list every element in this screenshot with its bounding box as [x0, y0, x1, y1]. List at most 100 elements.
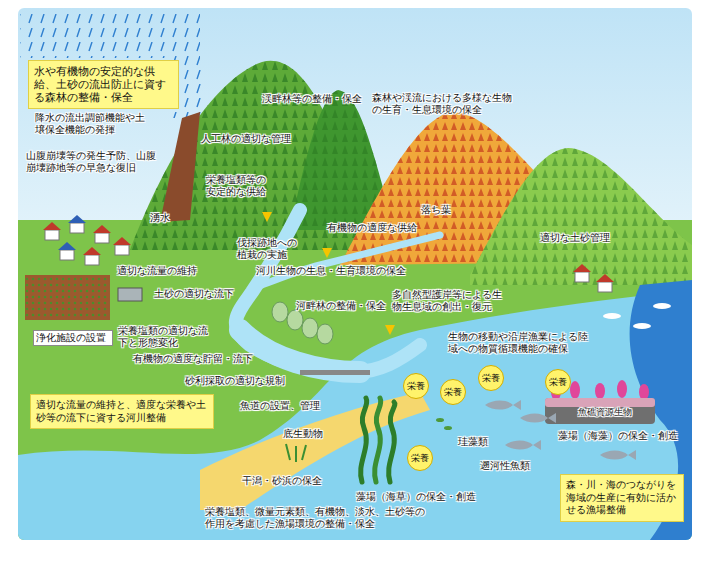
- landslide: [160, 112, 200, 222]
- seaweed: [361, 398, 367, 482]
- house: [95, 233, 109, 243]
- annotation-label: 降水の流出調節機能や土壌保全機能の発揮: [35, 112, 149, 136]
- roof: [58, 242, 76, 250]
- roof: [83, 247, 101, 255]
- riparian-tree: [287, 310, 303, 330]
- note-box: 森・川・海のつながりを海域の生産に有効に活かせる漁場整備: [560, 474, 684, 522]
- annotation-label: 遡河性魚類: [480, 460, 534, 472]
- purification-plant: [118, 288, 142, 301]
- annotation-label: 山腹崩壊等の発生予防、山腹崩壊跡地等の早急な復旧: [26, 150, 160, 174]
- coral: [617, 380, 627, 398]
- green-mountain: [470, 148, 692, 285]
- annotation-label: 栄養塩類、微量元素類、有機物、淡水、土砂等の作用を考慮した漁場環境の整備・保全: [205, 506, 429, 530]
- diatom: [444, 426, 452, 430]
- roof: [43, 222, 61, 230]
- reef: [545, 398, 655, 424]
- house: [85, 255, 99, 265]
- nutrient-text: 栄養: [549, 378, 567, 387]
- annotation-label: 人工林の適切な管理: [201, 133, 295, 145]
- boat: [633, 323, 651, 329]
- farm-field: [25, 275, 110, 320]
- seaweed: [389, 402, 395, 482]
- note-text: 森・川・海のつながりを海域の生産に有効に活かせる漁場整備: [566, 479, 678, 517]
- fish: [485, 400, 521, 410]
- annotation-label: 魚道の設置、管理: [240, 400, 324, 412]
- nutrient-text: 栄養: [407, 382, 425, 391]
- annotation-label: 河川生物の生息・生育環境の保全: [256, 265, 410, 277]
- annotation-label: 多自然型護岸等による生物生息域の創出・復元: [392, 289, 506, 313]
- village: [43, 215, 131, 265]
- annotation-label: 土砂の適切な流下: [154, 288, 238, 300]
- rain: [20, 10, 200, 58]
- annotation-label: 砂利採取の適切な規制: [185, 375, 289, 387]
- boat: [653, 303, 671, 309]
- coastal-village: [573, 264, 671, 329]
- nutrient-circle: 栄養: [440, 379, 466, 405]
- seagrass: [286, 444, 306, 462]
- nutrient-text: 栄養: [482, 374, 500, 383]
- flow-arrow: [322, 248, 332, 258]
- annotation-label: 栄養塩類の適切な流下と形態変化: [118, 325, 212, 349]
- sea: [18, 290, 692, 540]
- annotation-label: 底生動物: [283, 428, 327, 440]
- roof: [573, 264, 591, 272]
- annotation-label: 落ち葉: [421, 204, 455, 216]
- roof: [68, 215, 86, 223]
- river-mouth: [240, 330, 360, 372]
- house: [60, 250, 74, 260]
- riparian-tree: [272, 302, 288, 322]
- annotation-label: 森林や渓流における多様な生物の生育・生息環境の保全: [372, 92, 516, 116]
- nutrient-text: 栄養: [444, 388, 462, 397]
- annotation-label: 藻場（海草）の保全・創造: [356, 491, 480, 503]
- roof: [93, 225, 111, 233]
- coral: [595, 383, 605, 399]
- annotation-label: 有機物の適度な貯留・流下: [133, 353, 257, 365]
- coral: [639, 384, 649, 400]
- flow-arrow: [385, 325, 395, 335]
- roof: [113, 237, 131, 245]
- note-box: 適切な流量の維持と、適度な栄養や土砂等の流下に資する河川整備: [30, 394, 214, 429]
- fish: [600, 450, 636, 460]
- nutrient-circle: 栄養: [478, 365, 504, 391]
- annotation-label: 有機物の適度な供給: [327, 222, 421, 234]
- flow-arrow: [262, 212, 272, 222]
- annotation-label: 干潟・砂浜の保全: [242, 475, 326, 487]
- annotation-label: 生物の移動や沿岸漁業による陸域への物質循環機能の確保: [448, 331, 592, 355]
- roof: [596, 274, 614, 282]
- nutrient-text: 栄養: [411, 454, 429, 463]
- note-text: 水や有機物の安定的な供給、土砂の流出防止に資する森林の整備・保全: [34, 65, 173, 104]
- fish: [505, 440, 541, 450]
- note-box: 水や有機物の安定的な供給、土砂の流出防止に資する森林の整備・保全: [28, 60, 179, 109]
- annotation-label: 河畔林の整備・保全: [296, 300, 390, 312]
- annotation-label: 浄化施設の設置: [33, 330, 113, 346]
- coral: [570, 381, 580, 399]
- annotation-label: 珪藻類: [458, 436, 492, 448]
- annotation-label: 伐採跡地への植栽の実施: [237, 237, 301, 261]
- annotation-label: 湧水: [150, 212, 174, 224]
- house: [45, 230, 59, 240]
- annotation-label: 藻場（海藻）の保全・創造: [558, 430, 682, 442]
- nutrient-circle: 栄養: [407, 445, 433, 471]
- annotation-label: 栄養塩類等の安定的な供給: [206, 174, 270, 198]
- scene: [18, 8, 692, 540]
- house: [598, 282, 612, 292]
- annotation-label: 渓畔林等の整備・保全: [262, 93, 366, 105]
- boat: [603, 313, 621, 319]
- mountain-trees: [470, 148, 692, 285]
- fishway: [300, 370, 370, 375]
- riparian-tree: [317, 324, 333, 344]
- reef-top: [545, 398, 655, 407]
- annotation-label: 適切な流量の維持: [117, 265, 201, 277]
- house: [70, 223, 84, 233]
- fish: [520, 413, 556, 423]
- house: [115, 245, 129, 255]
- note-text: 適切な流量の維持と、適度な栄養や土砂等の流下に資する河川整備: [36, 399, 208, 424]
- seaweed: [375, 398, 381, 482]
- nutrient-circle: 栄養: [545, 369, 571, 395]
- riparian-tree: [302, 318, 318, 338]
- annotation-label: 適切な土砂管理: [540, 232, 614, 244]
- annotation-label: 魚礁資源生物: [578, 407, 636, 418]
- diatom: [436, 418, 444, 422]
- nutrient-circle: 栄養: [403, 373, 429, 399]
